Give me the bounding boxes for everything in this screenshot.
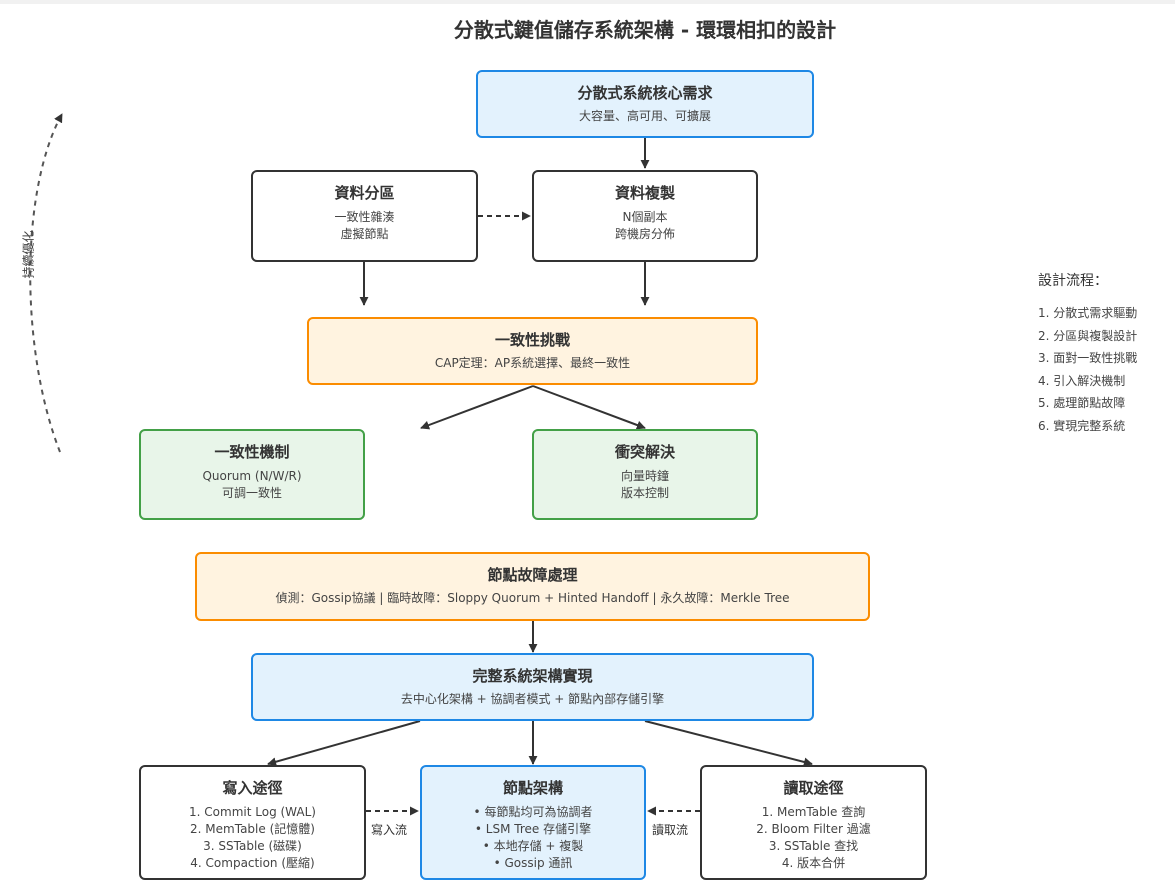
node-line: 4. 版本合併 [781, 856, 846, 870]
node-line: 4. Compaction (壓縮) [190, 856, 315, 870]
legend-title: 設計流程： [1038, 273, 1108, 289]
node-title: 讀取途徑 [783, 779, 844, 797]
node-line: • LSM Tree 存儲引擎 [474, 822, 592, 836]
node-title: 一致性機制 [214, 443, 290, 461]
node-line: • 本地存儲 + 複製 [482, 839, 584, 853]
node-line: 向量時鐘 [620, 469, 669, 483]
node-full-system: 完整系統架構實現 去中心化架構 + 協調者模式 + 節點內部存儲引擎 [251, 653, 814, 721]
node-architecture: 節點架構 • 每節點均可為協調者 • LSM Tree 存儲引擎 • 本地存儲 … [420, 765, 646, 880]
top-bar [0, 0, 1175, 4]
node-line: CAP定理：AP系統選擇、最終一致性 [434, 356, 631, 370]
node-line: 3. SSTable 查找 [768, 839, 859, 853]
node-title: 完整系統架構實現 [472, 667, 593, 685]
node-line: 1. Commit Log (WAL) [189, 805, 316, 819]
node-line: 可調一致性 [221, 486, 282, 500]
legend-item: 5. 處理節點故障 [1038, 396, 1126, 410]
node-requirements: 分散式系統核心需求 大容量、高可用、可擴展 [476, 70, 814, 138]
node-line: 虛擬節點 [340, 227, 389, 241]
legend-item: 4. 引入解決機制 [1038, 373, 1126, 388]
legend-item: 1. 分散式需求驅動 [1038, 306, 1138, 320]
node-write-path: 寫入途徑 1. Commit Log (WAL) 2. MemTable (記憶… [139, 765, 366, 880]
node-line: 跨機房分佈 [614, 227, 675, 241]
optimization-loop-arrow [29, 113, 63, 453]
node-line: 一致性雜湊 [334, 210, 395, 224]
node-partition: 資料分區 一致性雜湊 虛擬節點 [251, 170, 478, 262]
edge-label-read-flow: 讀取流 [650, 821, 691, 838]
diagram-title: 分散式鍵值儲存系統架構 - 環環相扣的設計 [453, 18, 837, 42]
node-line: Quorum (N/W/R) [202, 469, 302, 483]
edge-label-write-flow: 寫入流 [369, 821, 410, 838]
node-read-path: 讀取途徑 1. MemTable 查詢 2. Bloom Filter 過濾 3… [700, 765, 927, 880]
node-line: • Gossip 通訊 [493, 856, 573, 870]
node-line: 版本控制 [620, 486, 669, 500]
edge-challenge-mechanism [420, 385, 534, 430]
edge-challenge-conflict [532, 385, 646, 430]
edge-system-read [644, 720, 813, 767]
node-title: 分散式系統核心需求 [577, 84, 713, 102]
node-line: 偵測：Gossip協議 | 臨時故障：Sloppy Quorum + Hinte… [275, 591, 790, 605]
loop-label: 持續優化 [21, 230, 36, 279]
legend-item: 3. 面對一致性挑戰 [1038, 351, 1138, 365]
node-line: 1. MemTable 查詢 [761, 805, 866, 819]
node-title: 節點架構 [502, 779, 563, 797]
node-line: 3. SSTable (磁碟) [203, 839, 302, 853]
node-title: 節點故障處理 [487, 566, 578, 584]
node-consistency-challenge: 一致性挑戰 CAP定理：AP系統選擇、最終一致性 [307, 317, 758, 385]
node-title: 寫入途徑 [222, 779, 283, 797]
legend-item: 6. 實現完整系統 [1038, 418, 1126, 433]
node-line: 大容量、高可用、可擴展 [578, 109, 711, 123]
node-failure-handling: 節點故障處理 偵測：Gossip協議 | 臨時故障：Sloppy Quorum … [195, 552, 870, 621]
node-replication: 資料複製 N個副本 跨機房分佈 [532, 170, 758, 262]
node-conflict-resolution: 衝突解決 向量時鐘 版本控制 [532, 429, 758, 520]
node-title: 資料複製 [614, 184, 675, 202]
legend-item: 2. 分區與複製設計 [1038, 328, 1138, 343]
node-line: 去中心化架構 + 協調者模式 + 節點內部存儲引擎 [400, 692, 665, 706]
node-title: 資料分區 [334, 184, 395, 202]
edge-system-write [267, 720, 421, 767]
design-flow-legend: 設計流程： 1. 分散式需求驅動 2. 分區與複製設計 3. 面對一致性挑戰 4… [1038, 270, 1137, 437]
node-line: 2. Bloom Filter 過濾 [756, 822, 871, 836]
node-line: 2. MemTable (記憶體) [190, 822, 315, 836]
node-line: • 每節點均可為協調者 [473, 805, 593, 819]
node-title: 一致性挑戰 [494, 331, 570, 349]
node-line: N個副本 [622, 210, 668, 224]
node-title: 衝突解決 [614, 443, 675, 461]
node-consistency-mechanism: 一致性機制 Quorum (N/W/R) 可調一致性 [139, 429, 365, 520]
